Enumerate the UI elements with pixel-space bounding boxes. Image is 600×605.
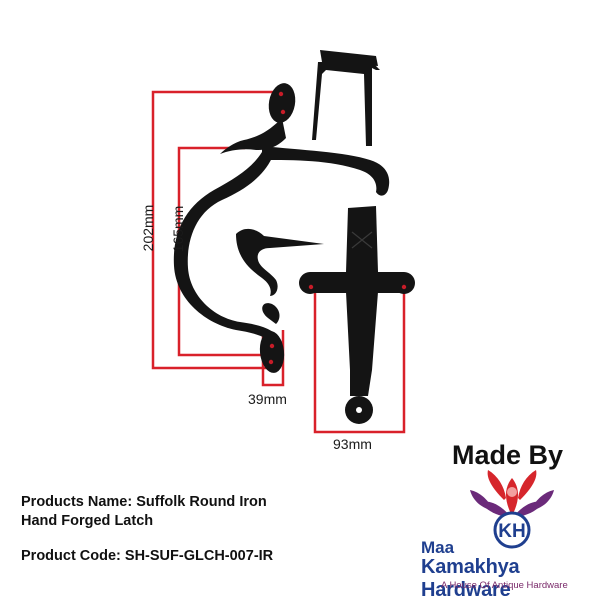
catch-part bbox=[236, 228, 324, 296]
top-backplate bbox=[268, 83, 296, 123]
staple-part bbox=[312, 50, 380, 146]
brand-name: Kamakhya Hardware bbox=[421, 556, 520, 601]
dimension-165-label: 165mm bbox=[170, 205, 186, 253]
bottom-backplate bbox=[259, 331, 285, 373]
handle-curve bbox=[173, 152, 282, 348]
product-name-line1: Products Name: Suffolk Round Iron bbox=[21, 494, 267, 510]
latch-bar bbox=[262, 146, 390, 196]
brand-prefix: Maa bbox=[421, 538, 455, 557]
product-name-line2: Hand Forged Latch bbox=[21, 513, 154, 529]
dimension-93-line bbox=[313, 285, 406, 434]
dimension-39-label: 39mm bbox=[248, 391, 287, 407]
brand-logo: KH bbox=[470, 470, 554, 549]
dimension-93-label: 93mm bbox=[333, 436, 372, 452]
dimension-202-line bbox=[151, 90, 285, 370]
made-by-heading: Made By bbox=[452, 440, 564, 470]
dimension-202-label: 202mm bbox=[140, 204, 156, 252]
brand-tagline: A House Of Antique Hardware bbox=[441, 580, 568, 591]
product-code: Product Code: SH-SUF-GLCH-007-IR bbox=[21, 548, 274, 564]
brand-monogram: KH bbox=[498, 521, 525, 542]
keep-plate-part bbox=[299, 206, 415, 424]
latch-handle-part bbox=[173, 83, 390, 373]
